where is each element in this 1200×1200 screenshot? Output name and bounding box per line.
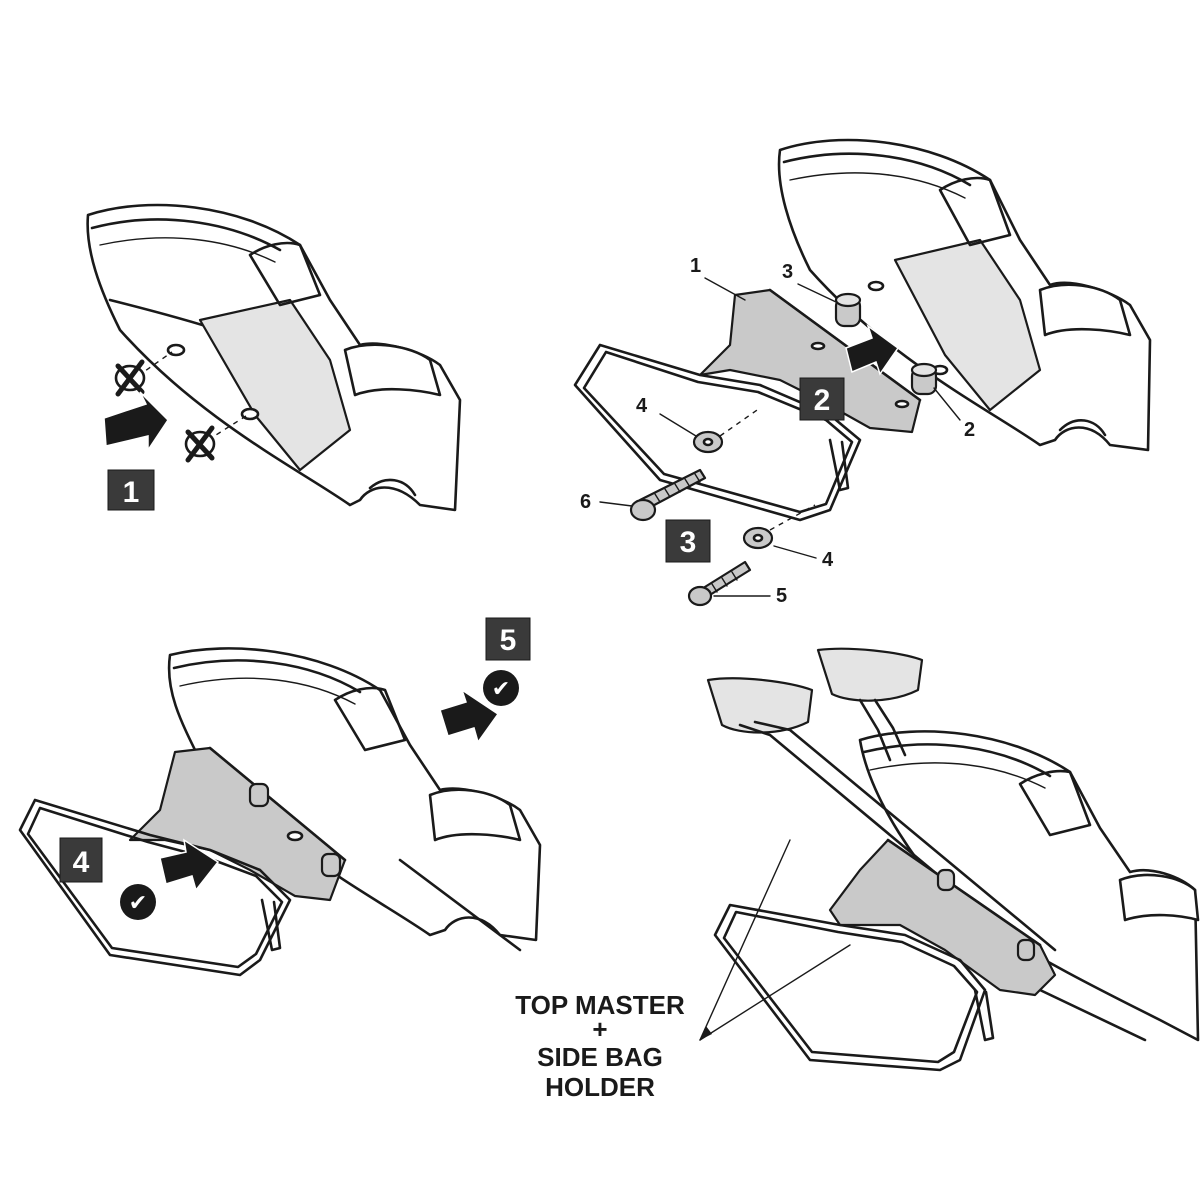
spacer-3 [834, 292, 862, 328]
caption-line-3: SIDE BAG [537, 1042, 663, 1072]
combined-rack-assembly [713, 838, 1057, 1072]
part-label-3: 3 [782, 261, 793, 283]
arrow-push-holder-icon [159, 838, 220, 892]
check-icon-step-5: ✔ [483, 670, 519, 706]
part-label-4-lower: 4 [822, 549, 834, 571]
assembly-caption: TOP MASTER + SIDE BAG HOLDER [515, 990, 685, 1102]
step-badge-3: 3 [665, 519, 711, 563]
part-label-1: 1 [690, 255, 701, 277]
caption-line-1: TOP MASTER [515, 990, 685, 1020]
motorcycle-tail-2 [777, 138, 1152, 452]
caption-line-4: HOLDER [545, 1072, 655, 1102]
part-label-6: 6 [580, 491, 591, 513]
part-callouts: 1 3 2 4 6 4 5 [580, 255, 975, 607]
panel-complete: TOP MASTER + SIDE BAG HOLDER [515, 647, 1200, 1102]
panel-step-2-3: 2 3 1 3 2 4 6 4 5 [573, 138, 1152, 607]
part-label-4-upper: 4 [636, 395, 648, 417]
top-master-plate-right [816, 647, 924, 762]
check-glyph-4: ✔ [129, 891, 147, 916]
spacer-2 [910, 362, 938, 396]
step-number-2: 2 [814, 384, 831, 417]
step-number-5: 5 [500, 624, 517, 657]
step-badge-5: 5 [485, 617, 531, 661]
panel-step-4-5: 4 5 ✔ ✔ [18, 617, 542, 977]
step-badge-1: 1 [107, 469, 155, 511]
caption-leaders [699, 839, 851, 1041]
arrow-push-seat-icon [439, 688, 500, 744]
step-number-1: 1 [123, 476, 140, 509]
check-glyph-5: ✔ [492, 677, 510, 702]
check-icon-step-4: ✔ [120, 884, 156, 920]
step-badge-2: 2 [799, 377, 845, 421]
caption-line-2: + [592, 1014, 607, 1044]
washer-upper [692, 407, 761, 454]
bolt-5 [687, 560, 752, 607]
step-badge-4: 4 [59, 837, 103, 883]
removed-screw-top [114, 351, 173, 397]
motorcycle-tail-1 [86, 203, 462, 512]
arrow-install-icon [845, 324, 900, 376]
step-number-3: 3 [680, 526, 697, 559]
bolt-6 [629, 468, 707, 522]
removed-screw-bottom [184, 415, 247, 463]
part-label-2: 2 [964, 419, 975, 441]
washer-lower [742, 504, 816, 550]
motorcycle-tail-3 [167, 647, 542, 952]
panel-step-1: 1 [86, 203, 462, 512]
step-number-4: 4 [73, 846, 90, 879]
part-label-5: 5 [776, 585, 787, 607]
side-bag-holder-mounted [18, 746, 347, 977]
arrow-remove-icon [103, 391, 169, 453]
